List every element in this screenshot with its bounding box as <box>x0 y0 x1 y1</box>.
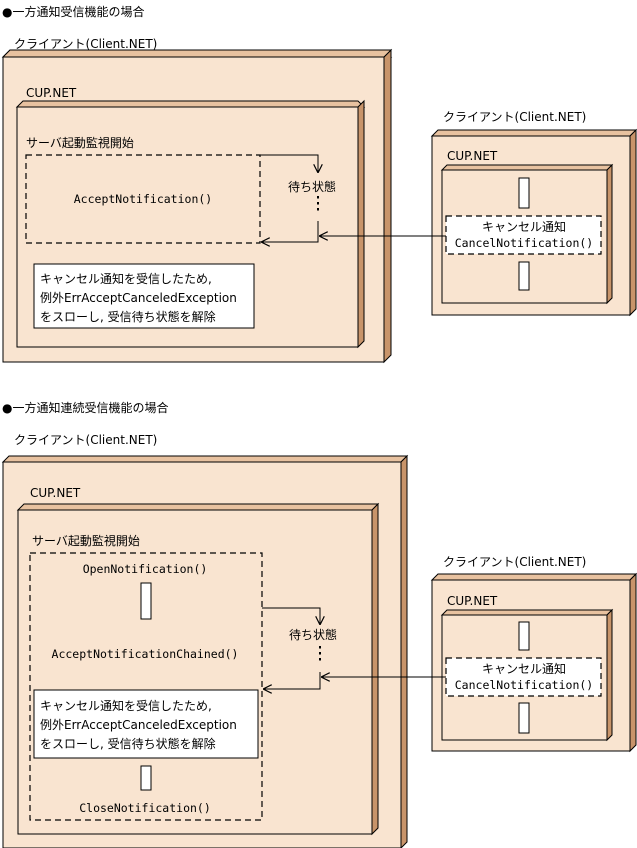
note-line-2: 例外ErrAcceptCanceledException <box>40 291 237 305</box>
activation-bar <box>518 702 530 734</box>
close-notification-method: CloseNotification() <box>79 801 211 815</box>
exception-note <box>33 263 255 329</box>
note-line-1: キャンセル通知を受信したため, <box>40 699 212 713</box>
activation-bar <box>518 621 530 651</box>
server-cup-label: CUP.NET <box>30 486 81 500</box>
cancel-label: キャンセル通知 <box>482 662 566 676</box>
monitor-label: サーバ起動監視開始 <box>32 533 140 548</box>
cancel-notification-method: CancelNotification() <box>455 236 593 250</box>
cancel-region <box>445 215 602 255</box>
note-line-1: キャンセル通知を受信したため, <box>40 272 212 286</box>
server-client-label: クライアント(Client.NET) <box>14 37 157 51</box>
activation-bar <box>140 582 152 620</box>
section-title-one-way: ●一方通知受信機能の場合 <box>2 4 144 19</box>
activation-bar <box>518 177 530 209</box>
note-line-2: 例外ErrAcceptCanceledException <box>40 718 237 732</box>
wait-state-label: 待ち状態 <box>289 627 337 642</box>
activation-bar <box>518 261 530 291</box>
wait-start-arrow <box>260 154 318 172</box>
monitor-region <box>29 552 263 821</box>
remote-client-label: クライアント(Client.NET) <box>443 555 586 569</box>
remote-cup-label: CUP.NET <box>447 594 498 608</box>
exception-note <box>33 689 259 759</box>
remote-client-label: クライアント(Client.NET) <box>443 110 586 124</box>
note-line-3: をスローし, 受信待ち状態を解除 <box>40 309 216 324</box>
wait-release-arrow <box>262 221 319 242</box>
accept-notification-method: AcceptNotification() <box>74 192 212 206</box>
note-line-3: をスローし, 受信待ち状態を解除 <box>40 736 216 751</box>
server-cup-label: CUP.NET <box>26 86 77 100</box>
server-client-label: クライアント(Client.NET) <box>14 433 157 447</box>
cancel-region <box>445 657 602 697</box>
open-notification-method: OpenNotification() <box>83 562 208 576</box>
monitor-label: サーバ起動監視開始 <box>26 135 134 150</box>
cancel-label: キャンセル通知 <box>482 220 566 234</box>
activation-bar <box>140 765 152 791</box>
cancel-notification-method: CancelNotification() <box>455 678 593 692</box>
accept-notification-chained-method: AcceptNotificationChained() <box>52 647 239 661</box>
wait-release-arrow <box>264 672 321 689</box>
remote-cup-label: CUP.NET <box>447 149 498 163</box>
wait-start-arrow <box>262 607 320 624</box>
wait-state-label: 待ち状態 <box>288 179 336 194</box>
monitor-region <box>25 154 261 244</box>
server-cup-node <box>16 502 380 836</box>
section-title-chained: ●一方通知連続受信機能の場合 <box>2 400 168 415</box>
